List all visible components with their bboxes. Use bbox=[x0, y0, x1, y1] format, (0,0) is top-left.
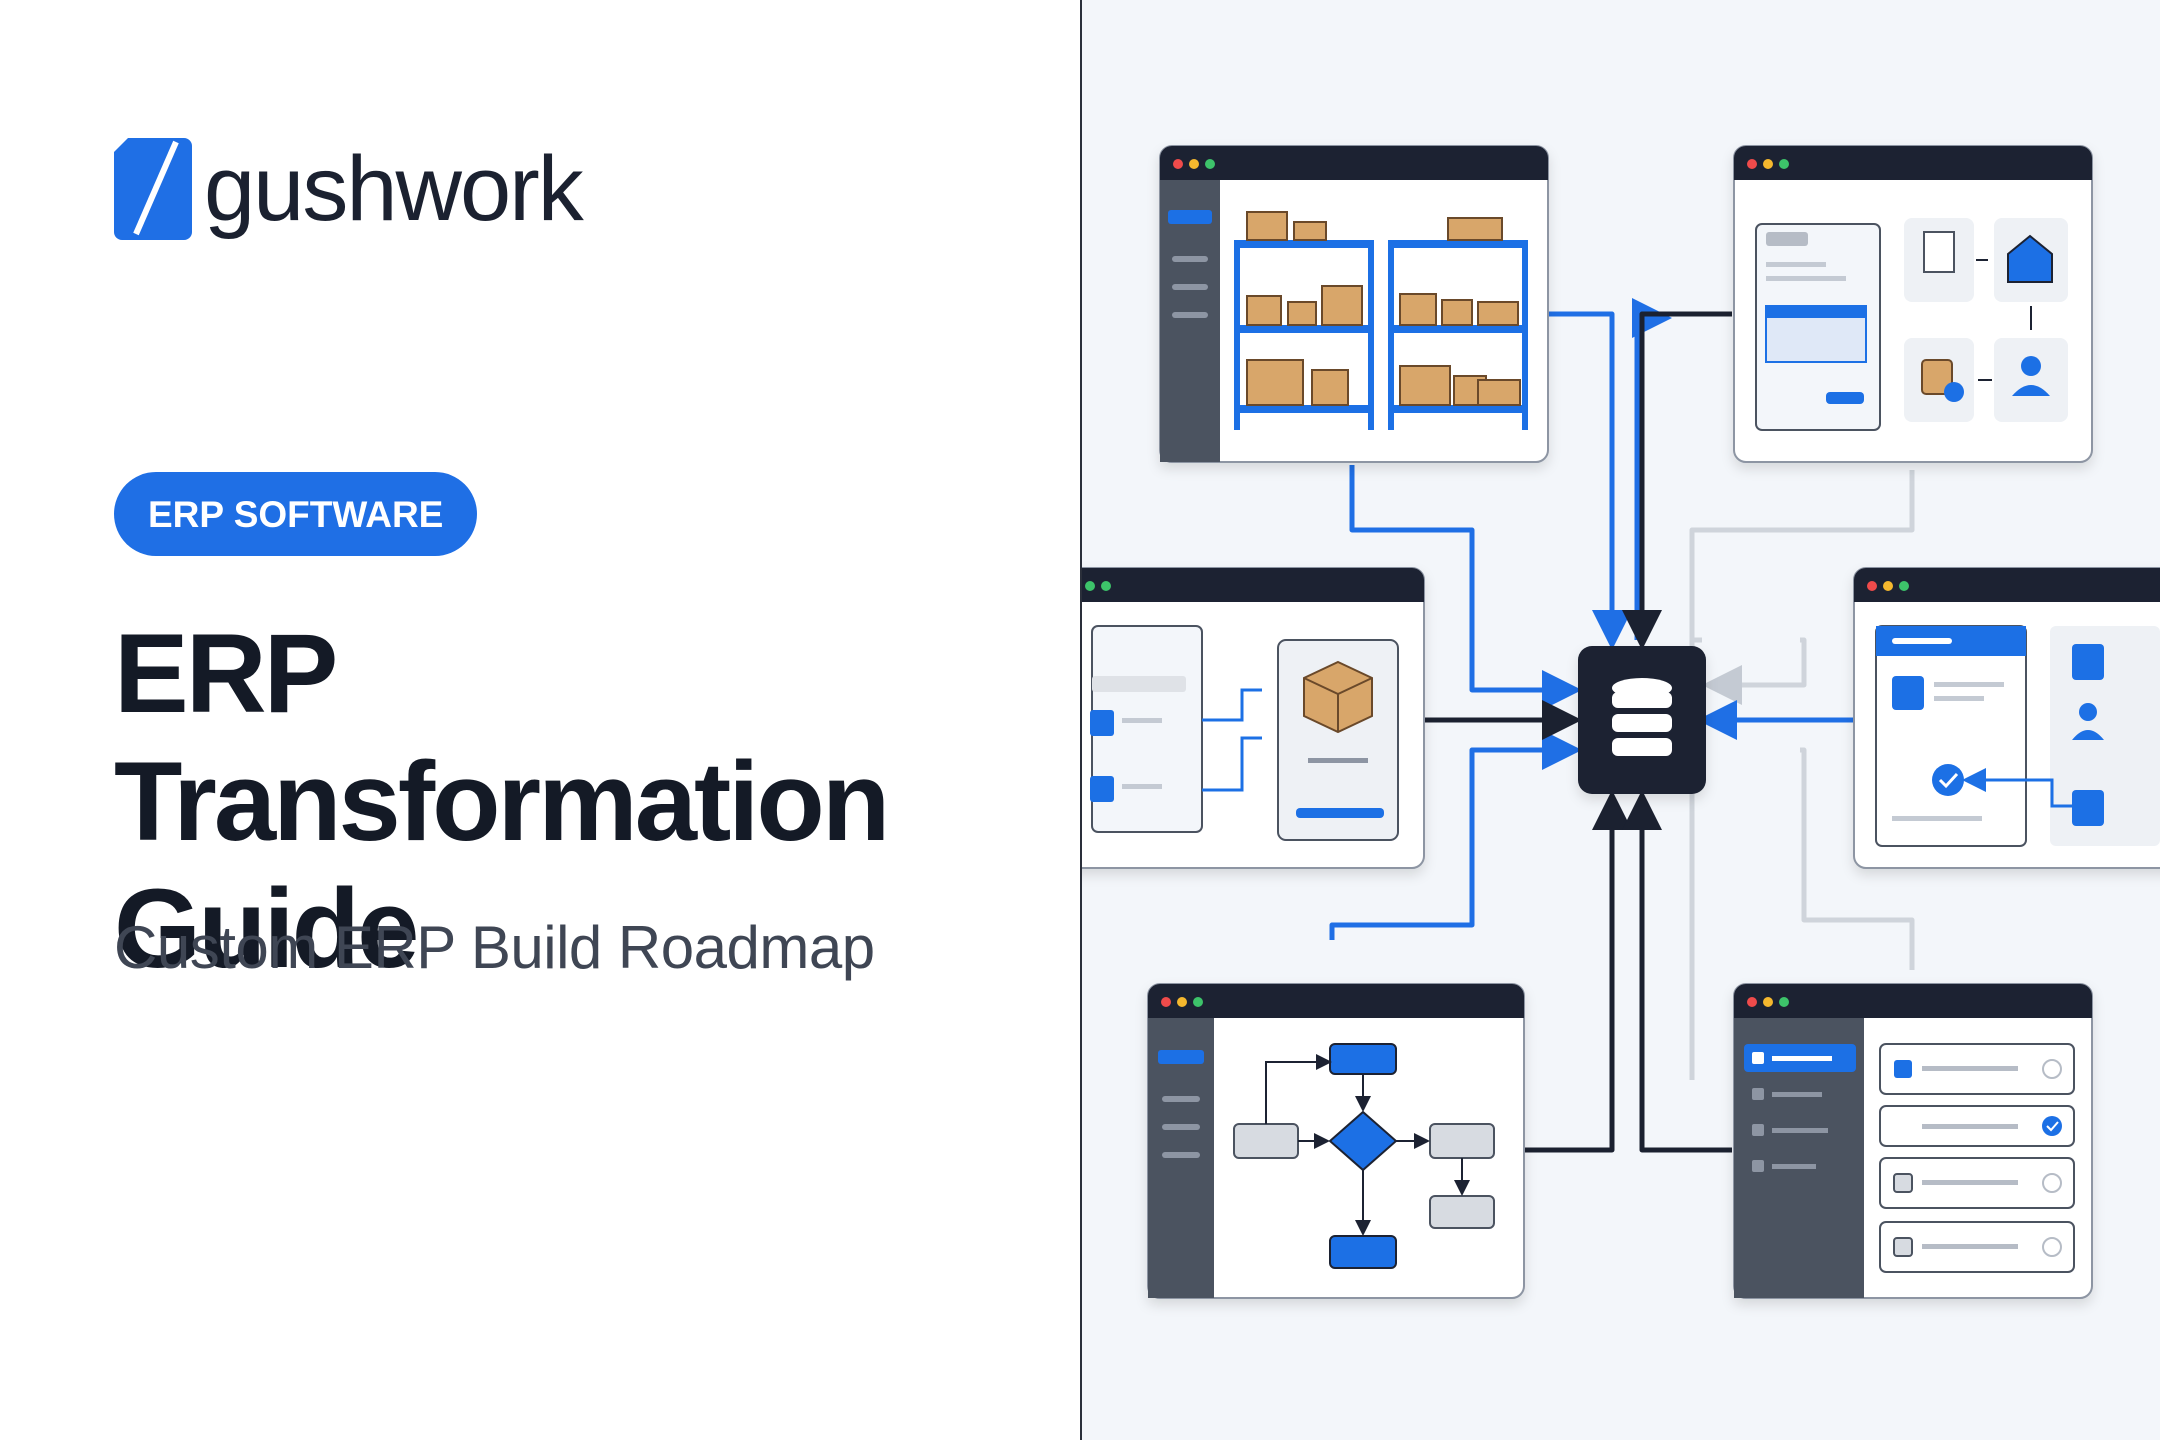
task-checklist-window[interactable] bbox=[1733, 983, 2093, 1299]
page-subtitle: Custom ERP Build Roadmap bbox=[114, 914, 875, 981]
product-catalog-window[interactable] bbox=[1082, 567, 1425, 869]
page-title-line-2: Guide bbox=[114, 866, 419, 992]
slanted-square-logo-icon bbox=[114, 138, 192, 240]
flowchart-diamond-icon bbox=[1233, 1043, 1495, 1269]
brand-logo[interactable]: gushwork bbox=[114, 138, 584, 240]
brand-name: gushwork bbox=[204, 138, 584, 240]
process-flowchart-window[interactable] bbox=[1147, 983, 1525, 1299]
erp-integration-illustration bbox=[1082, 145, 2160, 1299]
approval-form-window[interactable] bbox=[1853, 567, 2160, 869]
checkmark-form-icon bbox=[1875, 625, 2160, 847]
checklist-icon bbox=[1879, 1043, 2075, 1273]
document-warehouse-user-icon bbox=[1755, 218, 2068, 431]
order-workflow-window[interactable] bbox=[1733, 145, 2093, 463]
page-title-line-1: ERP Transformation bbox=[114, 611, 890, 864]
left-panel: gushwork ERP SOFTWARE ERP Transformation… bbox=[114, 138, 1074, 993]
category-badge-label: ERP SOFTWARE bbox=[148, 493, 444, 535]
warehouse-shelves-icon bbox=[1234, 211, 1528, 430]
database-icon bbox=[1612, 678, 1672, 756]
panel-divider bbox=[1080, 0, 1082, 1440]
page-title: ERP Transformation Guide bbox=[114, 610, 1074, 993]
database-hub[interactable] bbox=[1578, 646, 1706, 794]
category-badge: ERP SOFTWARE bbox=[114, 472, 478, 556]
illustration-panel bbox=[1082, 0, 2160, 1440]
warehouse-inventory-window[interactable] bbox=[1159, 145, 1549, 463]
package-box-icon bbox=[1090, 625, 1399, 841]
